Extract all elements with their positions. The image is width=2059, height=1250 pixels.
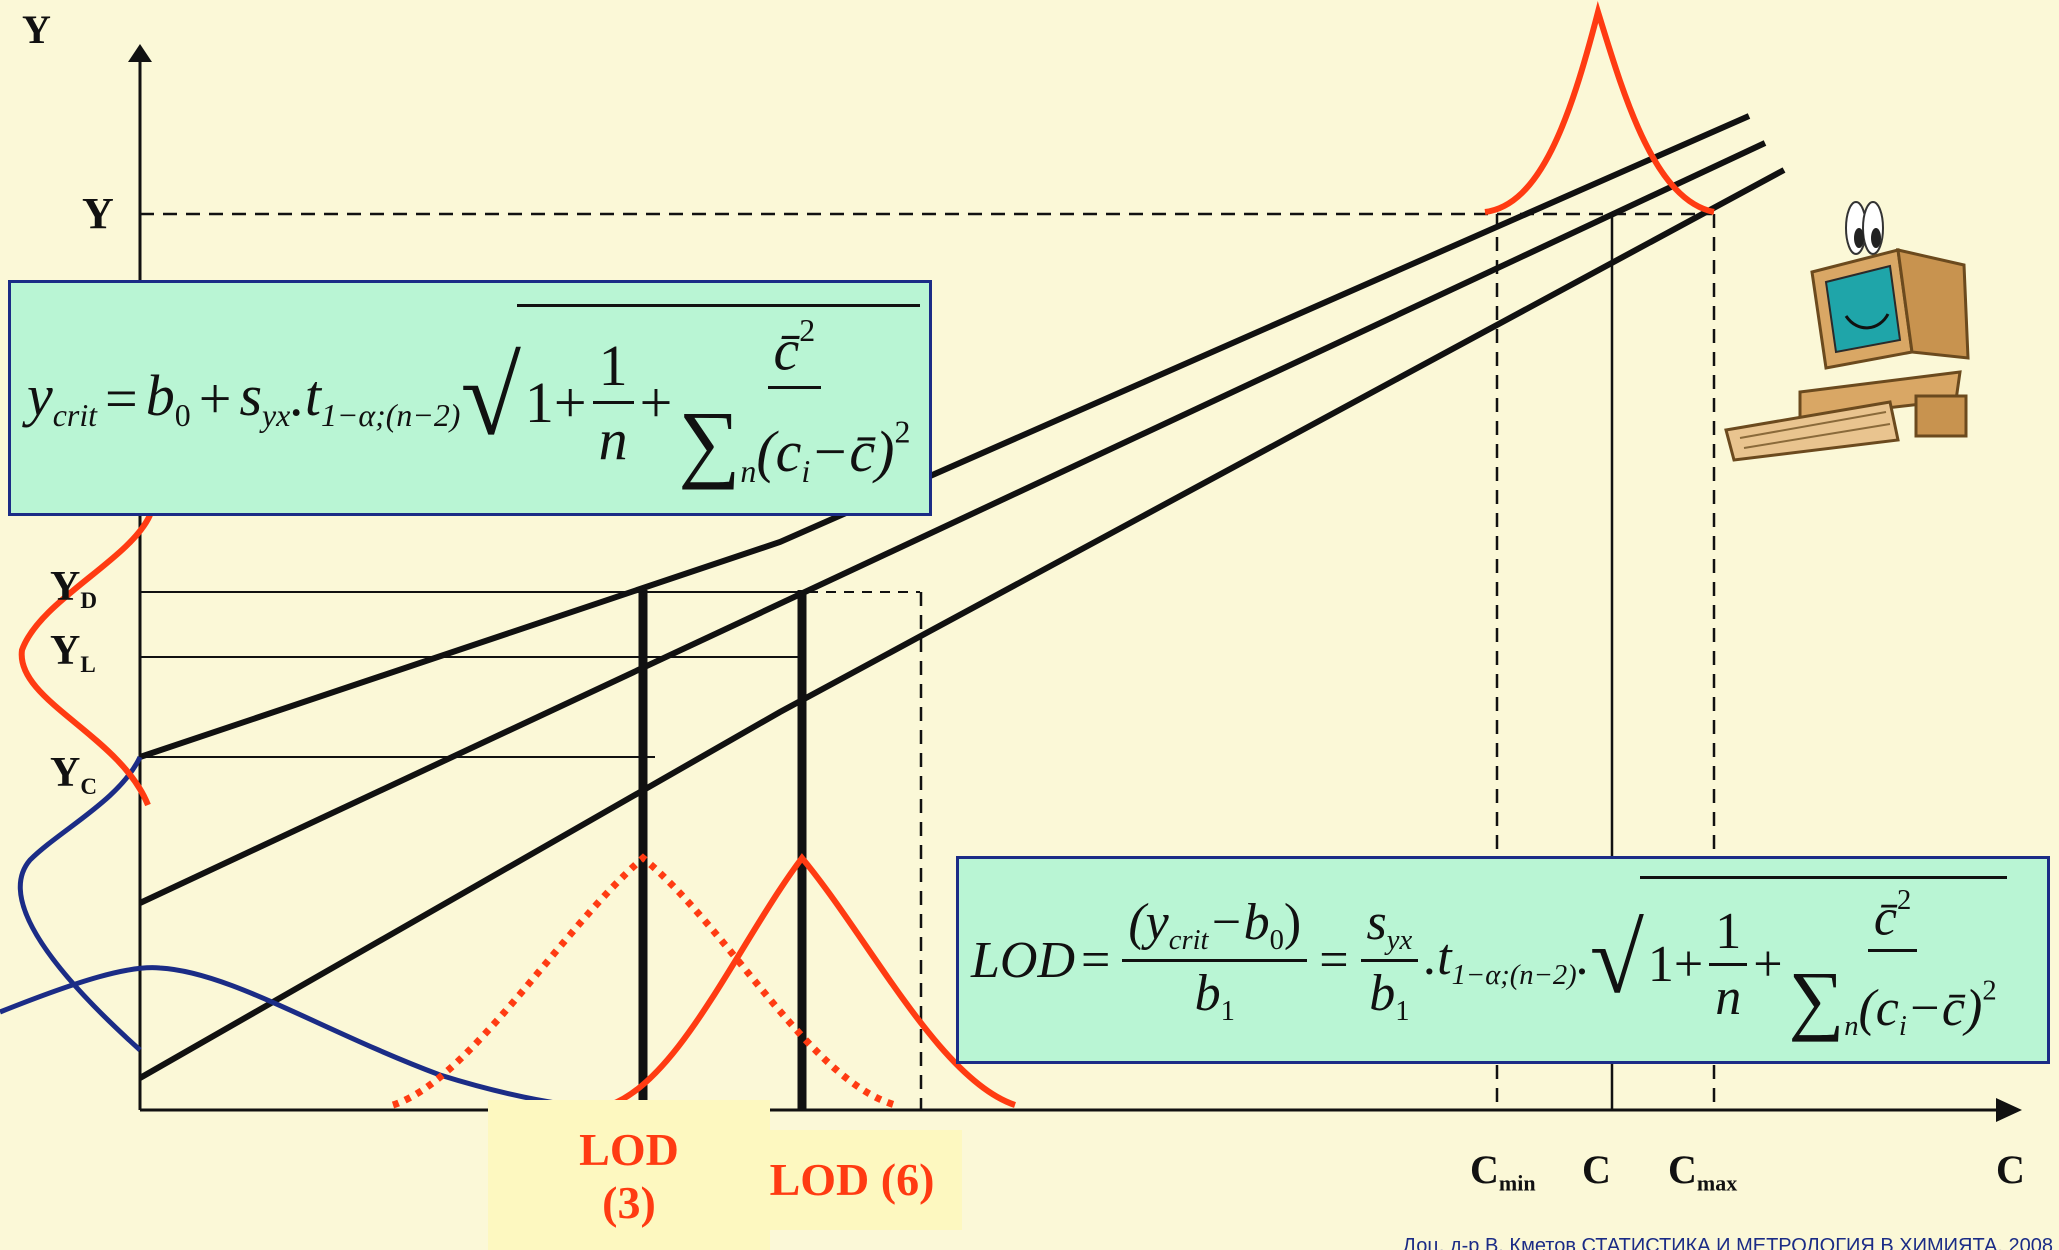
lod-fraction-2: syx b1 (1361, 893, 1419, 1028)
lod3-label: LOD (3) (488, 1100, 770, 1250)
ycrit-s: syx (239, 362, 290, 434)
lod-lhs: LOD (971, 931, 1075, 990)
yc-tick-label: YC (50, 752, 97, 798)
lod-fraction-1: (ycrit−b0) b1 (1122, 893, 1307, 1028)
x-axis-arrow (1996, 1098, 2022, 1122)
y-axis-label: Y (22, 10, 51, 50)
ycrit-t: .t1−α;(n−2) (290, 362, 460, 434)
ycrit-b0: b0 (146, 362, 191, 434)
c-tick-label: C (1582, 1150, 1611, 1190)
y-tick-label: Y (82, 192, 114, 236)
lod-t: .t1−α;(n−2). (1424, 928, 1590, 992)
yl-tick-label: YL (50, 630, 96, 676)
blue-vertical-distribution (20, 757, 140, 1050)
red-lod6-distribution (610, 858, 1015, 1105)
cmin-tick-label: Cmin (1470, 1150, 1536, 1195)
x-axis-label: C (1996, 1150, 2025, 1190)
computer-mascot-icon (1726, 202, 1968, 460)
footer-credit: Доц. д-р В. Кметов СТАТИСТИКА И МЕТРОЛОГ… (1403, 1236, 2054, 1250)
lod-formula-box: LOD = (ycrit−b0) b1 = syx b1 .t1−α;(n−2)… (956, 856, 2050, 1064)
y-axis-arrow (128, 44, 152, 62)
regression-line (140, 143, 1765, 903)
ycrit-lhs: ycrit (27, 362, 97, 434)
lod6-label: LOD (6) (742, 1130, 962, 1230)
blue-horizontal-distribution (0, 968, 620, 1110)
cmax-tick-label: Cmax (1668, 1150, 1737, 1195)
yd-tick-label: YD (50, 566, 97, 612)
